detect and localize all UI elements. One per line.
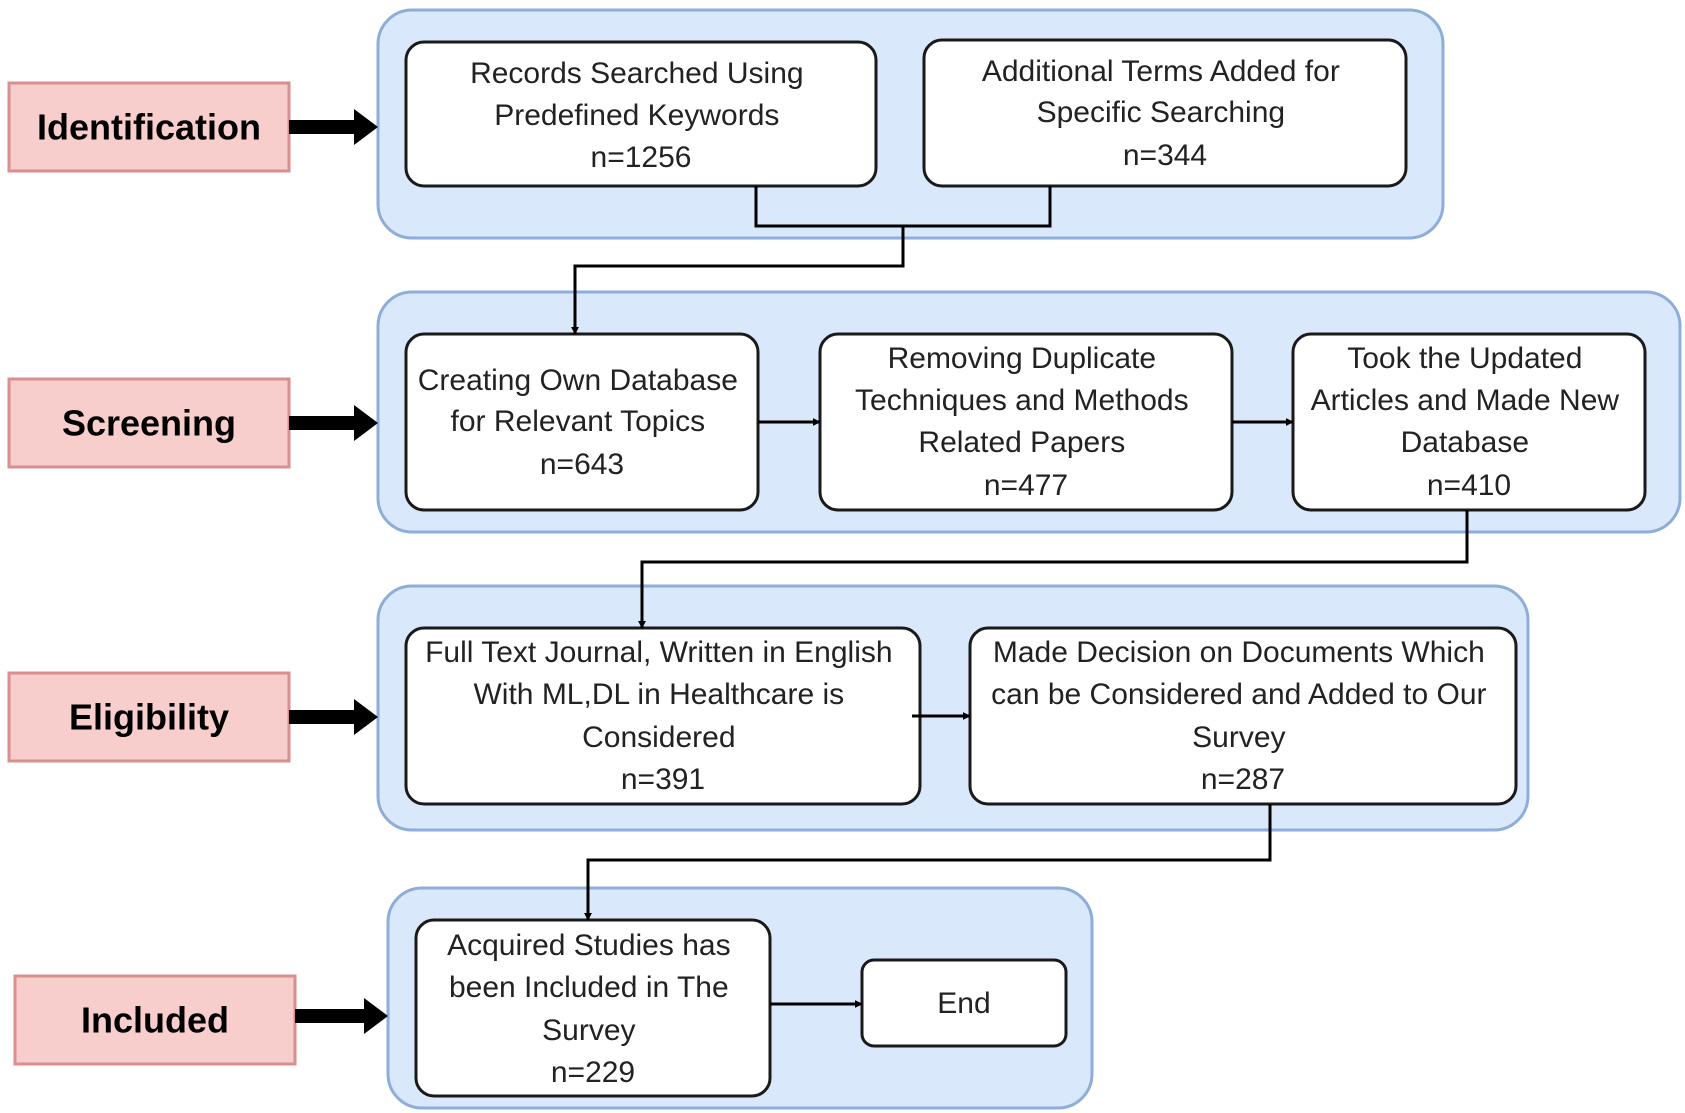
box-records-searched-text: Records Searched Using Predefined Keywor… [470, 57, 812, 174]
stage-screening: Screening [7, 377, 291, 469]
box-updated-articles-text: Took the Updated Articles and Made New D… [1311, 342, 1628, 502]
box-additional-terms: Additional Terms Added for Specific Sear… [922, 38, 1408, 188]
box-updated-articles: Took the Updated Articles and Made New D… [1291, 332, 1647, 512]
stage-included: Included [13, 974, 297, 1066]
box-own-database: Creating Own Database for Relevant Topic… [404, 332, 760, 512]
stage-eligibility-label: Eligibility [69, 697, 229, 738]
stage-arrow-eligibility [289, 699, 378, 735]
box-full-text-text: Full Text Journal, Written in English Wi… [425, 636, 901, 796]
connector-eligibility-to-included [584, 804, 1272, 921]
box-records-searched: Records Searched Using Predefined Keywor… [404, 40, 878, 188]
box-acquired-studies-text: Acquired Studies has been Included in Th… [447, 929, 739, 1089]
stage-eligibility: Eligibility [7, 671, 291, 763]
box-made-decision-text: Made Decision on Documents Which can be … [991, 636, 1495, 796]
stage-identification-label: Identification [37, 107, 261, 148]
box-end: End [860, 958, 1068, 1048]
box-own-database-text: Creating Own Database for Relevant Topic… [418, 364, 747, 481]
stage-arrow-identification [289, 109, 378, 145]
box-full-text: Full Text Journal, Written in English Wi… [404, 626, 922, 806]
box-acquired-studies: Acquired Studies has been Included in Th… [414, 918, 772, 1098]
box-removing-duplicates-text: Removing Duplicate Techniques and Method… [855, 342, 1197, 502]
box-additional-terms-text: Additional Terms Added for Specific Sear… [982, 55, 1348, 172]
stage-screening-label: Screening [62, 403, 236, 444]
stage-included-label: Included [81, 1000, 229, 1041]
box-end-text: End [937, 987, 990, 1020]
connector-screening-to-eligibility [638, 510, 1469, 629]
connector-identification-to-screening [571, 226, 905, 335]
stage-arrow-screening [289, 405, 378, 441]
box-removing-duplicates: Removing Duplicate Techniques and Method… [818, 332, 1234, 512]
stage-identification: Identification [7, 81, 291, 173]
box-made-decision: Made Decision on Documents Which can be … [968, 626, 1518, 806]
stage-arrow-included [295, 998, 388, 1034]
